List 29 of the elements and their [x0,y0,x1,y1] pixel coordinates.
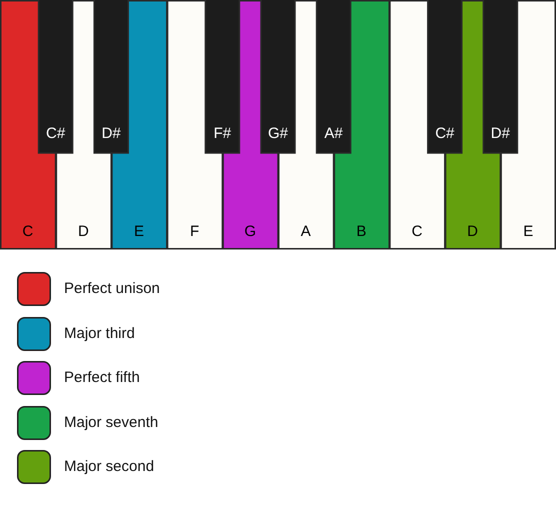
sharp-key [205,0,240,153]
note-name: G [244,223,256,240]
note-name: D# [490,125,510,142]
legend-label: Major second [64,458,154,476]
note-name: F# [214,125,232,142]
note-name: E [523,223,534,240]
sharp-key [428,0,462,153]
note-name: C [412,223,422,240]
legend-label: Major seventh [64,414,158,432]
note-name: C [22,223,34,240]
note-name: G# [268,125,288,142]
note-name: B [356,223,366,240]
sharp-key [261,0,295,153]
sharp-key [38,0,73,153]
sharp-key [94,0,128,153]
sharp-key [483,0,518,153]
note-name: A [300,223,311,240]
note-name: F [190,223,200,240]
note-name: C# [46,125,66,142]
note-name: D# [102,125,121,142]
legend-label: Perfect unison [64,280,160,298]
sharp-key [316,0,351,153]
note-name: E [134,223,144,240]
note-name: D [78,223,89,240]
note-name: A# [324,125,343,142]
legend-label: Major third [64,324,135,342]
note-name: D [467,223,478,240]
legend-label: Perfect fifth [64,369,140,387]
note-name: C# [435,125,454,142]
